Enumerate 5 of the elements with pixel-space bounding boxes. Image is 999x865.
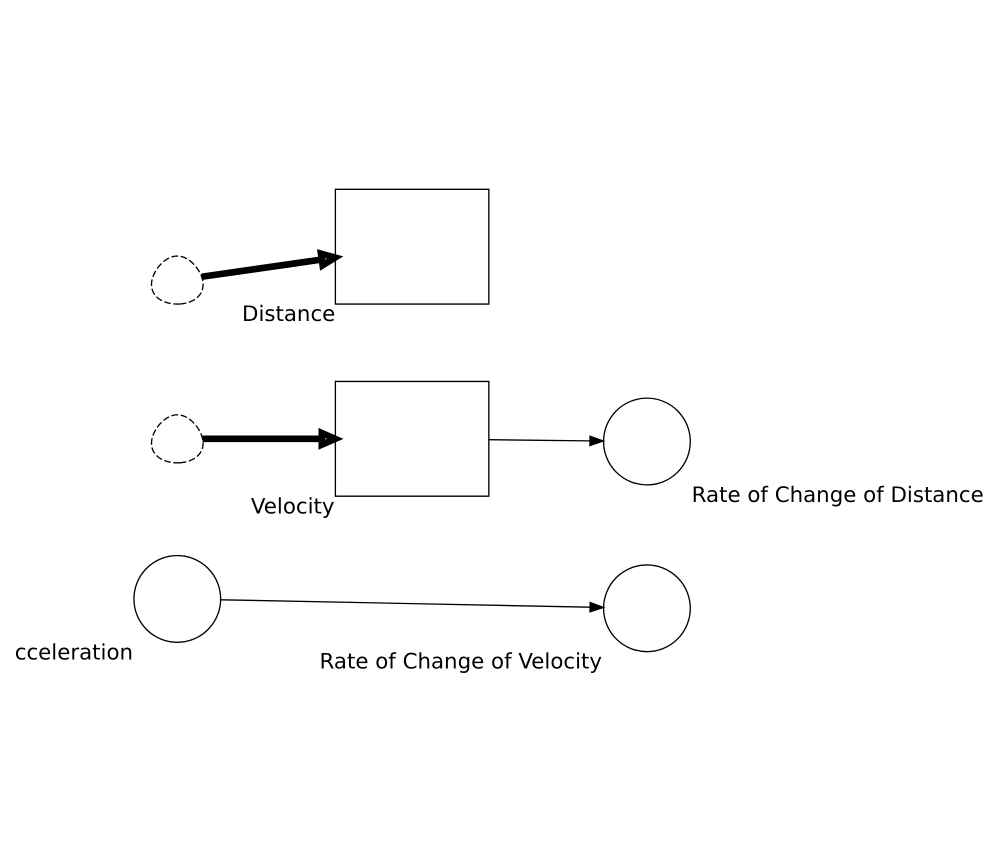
node-label: Rate of Change of Distance [692, 482, 984, 508]
node-label: cceleration [14, 640, 134, 666]
node-label: Velocity [250, 494, 335, 520]
node-label: Rate of Change of Velocity [320, 650, 602, 675]
node-label: Distance [242, 302, 336, 328]
